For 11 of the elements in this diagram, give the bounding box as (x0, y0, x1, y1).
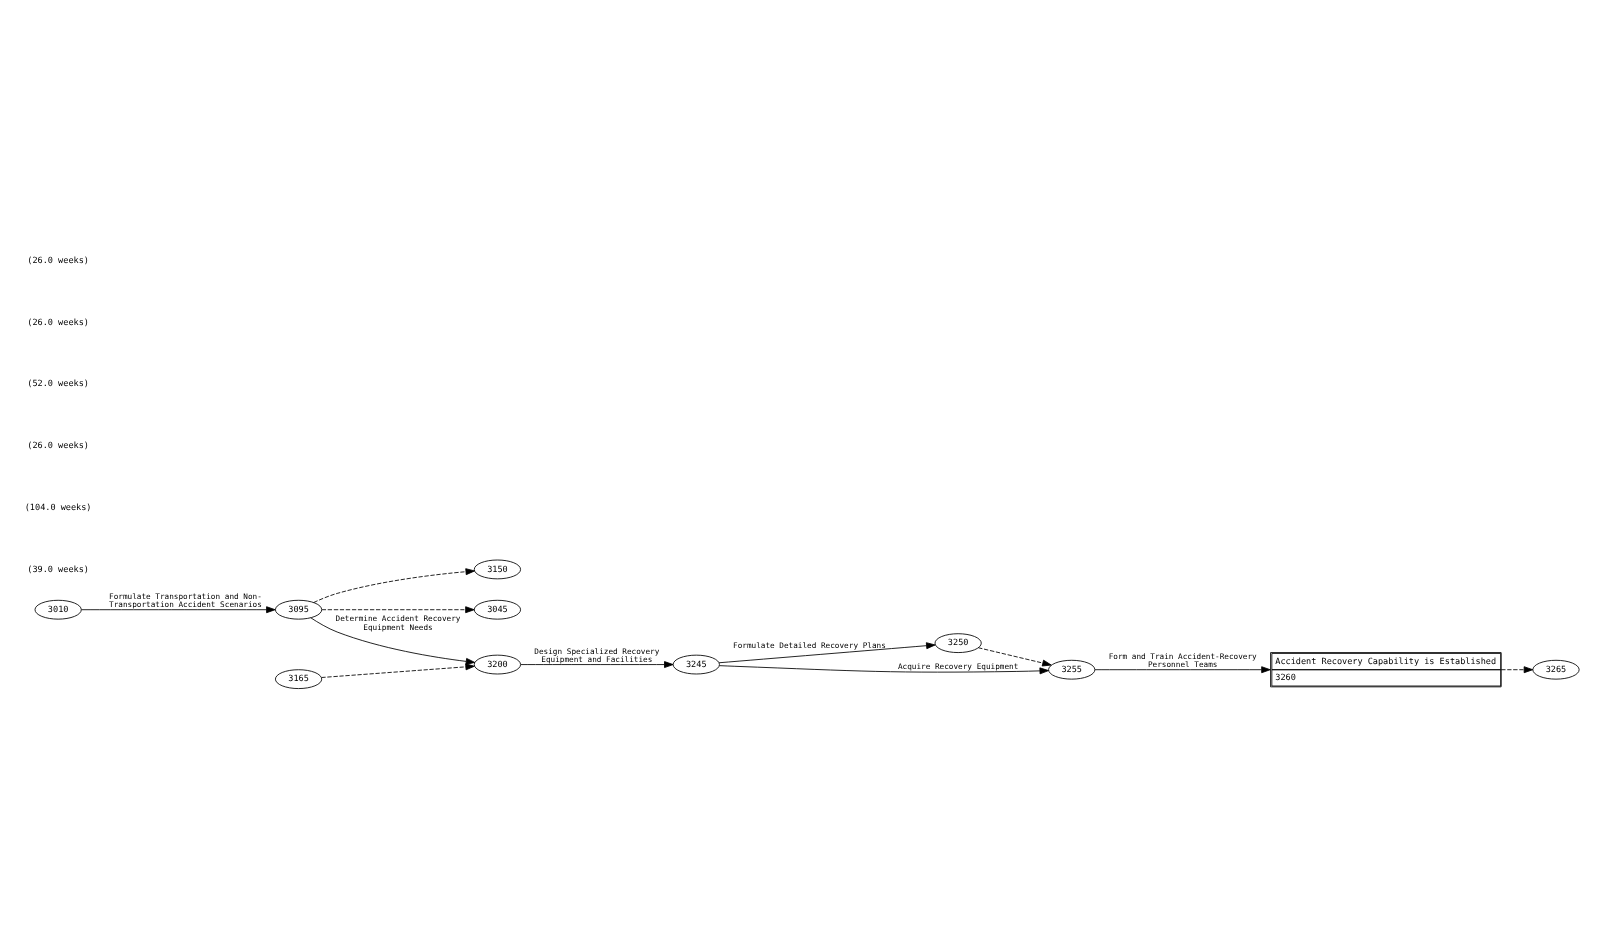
arrow (719, 665, 1049, 675)
arrow (718, 642, 936, 664)
arrow (520, 661, 674, 668)
arrow (321, 663, 475, 678)
arrow (313, 568, 475, 603)
arrow (978, 647, 1052, 667)
arrow (321, 606, 475, 614)
arrow (1094, 666, 1271, 674)
arrow (1500, 666, 1534, 674)
arrow (310, 617, 476, 665)
arrow (81, 606, 276, 614)
